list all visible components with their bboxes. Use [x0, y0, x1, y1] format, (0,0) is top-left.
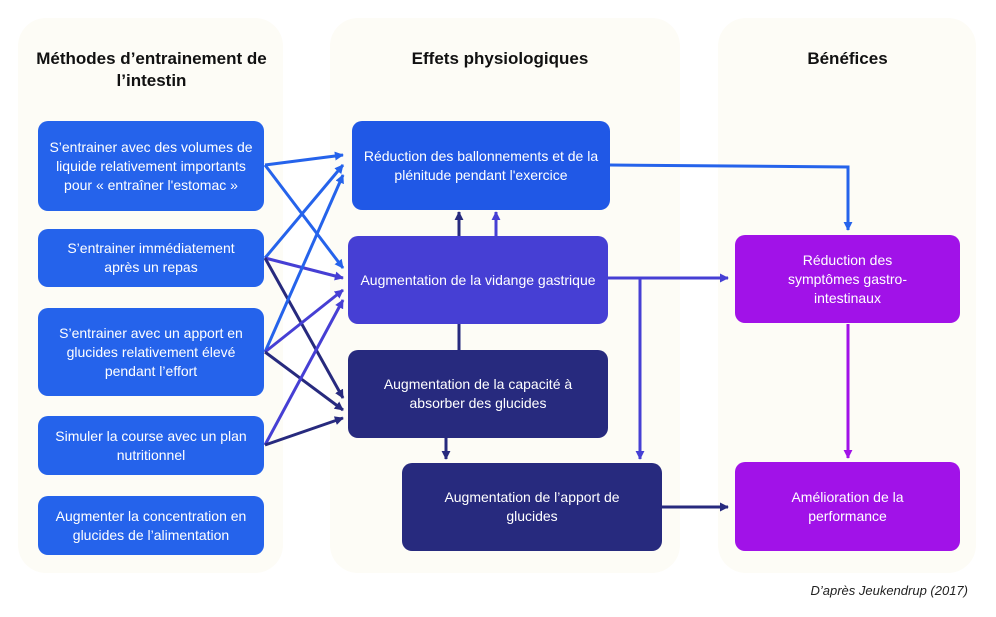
- arrow-m3-bloating: [263, 174, 345, 353]
- arrow-m1-bloating: [264, 151, 344, 167]
- source-credit: D’après Jeukendrup (2017): [810, 583, 968, 598]
- method-box-carb-concentration: Augmenter la concentration en glucides d…: [38, 496, 264, 555]
- arrow-m3-absorption: [264, 350, 344, 412]
- method-box-high-carb: S’entrainer avec un apport en glucides r…: [38, 308, 264, 396]
- arrow-gastric-carb: [608, 276, 645, 460]
- method-box-after-meal: S’entrainer immédiatement après un repas: [38, 229, 264, 287]
- methods-column-bg: [18, 18, 283, 573]
- benefit-box-gi-symptoms: Réduction des symptômes gastro-intestina…: [735, 235, 960, 323]
- arrow-bloating-gi: [609, 163, 853, 231]
- arrow-m2-absorption: [263, 257, 345, 399]
- effect-box-absorption-capacity: Augmentation de la capacité à absorber d…: [348, 350, 608, 438]
- effect-box-carb-intake: Augmentation de l’apport de glucides: [402, 463, 662, 551]
- arrow-m2-gastric: [264, 256, 344, 281]
- arrow-m3-gastric: [264, 288, 344, 354]
- method-box-stomach-training: S’entrainer avec des volumes de liquide …: [38, 121, 264, 211]
- benefit-box-performance: Amélioration de la performance: [735, 462, 960, 551]
- arrow-m4-absorption: [264, 416, 344, 447]
- effects-column-title: Effets physiologiques: [411, 49, 589, 68]
- arrow-m4-gastric: [263, 299, 345, 446]
- methods-column-title: Méthodes d’entrainement de l’intestin: [36, 49, 267, 90]
- arrow-m2-bloating: [263, 164, 345, 259]
- effect-box-gastric-emptying: Augmentation de la vidange gastrique: [348, 236, 608, 324]
- effect-box-bloating-reduction: Réduction des ballonnements et de la plé…: [352, 121, 610, 210]
- arrow-m1-gastric: [263, 164, 345, 269]
- benefits-column-title: Bénéfices: [807, 49, 888, 68]
- method-box-race-simulation: Simuler la course avec un plan nutrition…: [38, 416, 264, 475]
